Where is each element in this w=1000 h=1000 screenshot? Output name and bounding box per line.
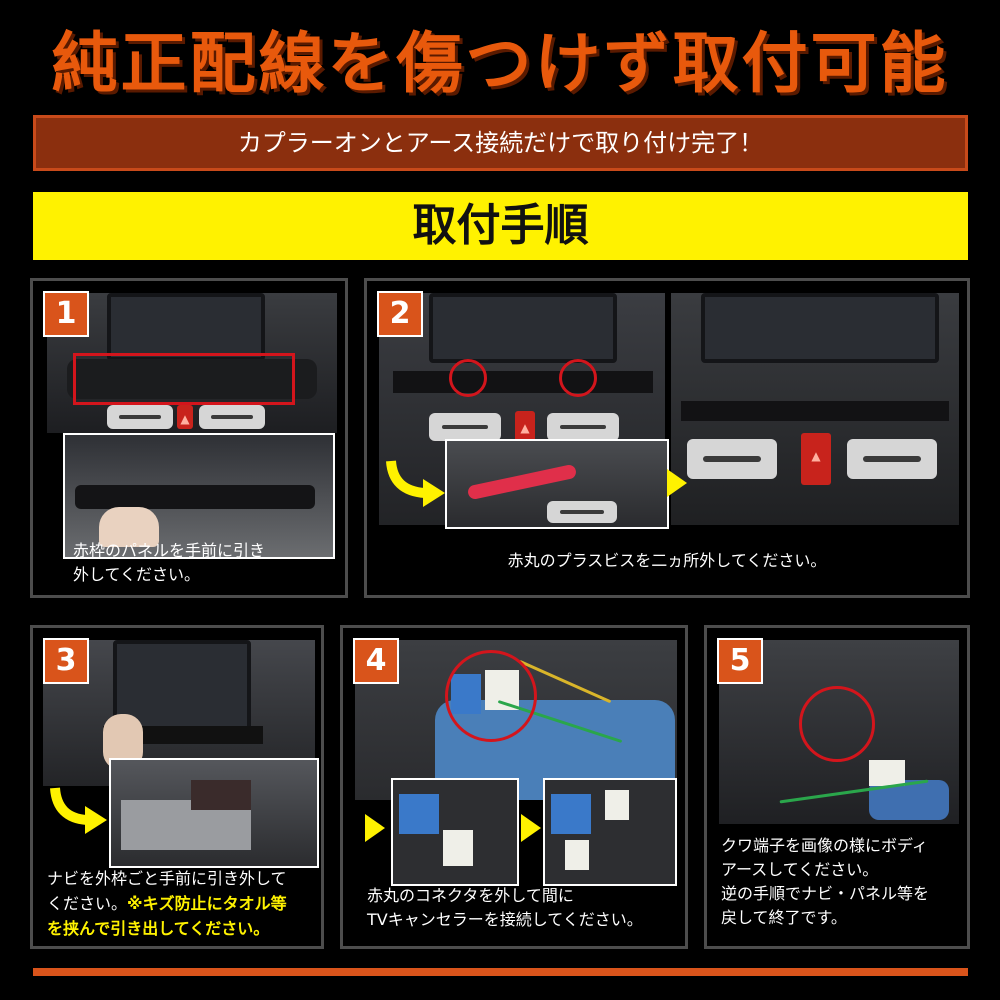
step-2-caption: 赤丸のプラスビスを二ヵ所外してください。 (367, 549, 967, 573)
step-1-caption-line: 赤枠のパネルを手前に引き (73, 541, 266, 560)
step-2-screw-marker-left (449, 359, 487, 397)
step-3-panel: 3 ナビを外枠ごと手前に引き外して ください。※キズ防止にタオル等 を挟んで引き… (30, 625, 324, 949)
step-4-caption-line: 赤丸のコネクタを外して間に (367, 886, 574, 905)
step-4-photo-install (543, 778, 677, 886)
step-2-panel: 2 赤丸のプラスビスを二ヵ所外してください。 (364, 278, 970, 598)
step-3-caption-text: ください。 (47, 894, 128, 913)
step-3-caption: ナビを外枠ごと手前に引き外して ください。※キズ防止にタオル等 を挟んで引き出し… (47, 866, 323, 941)
step-5-caption: クワ端子を画像の様にボディ アースしてください。 逆の手順でナビ・パネル等を 戻… (721, 834, 971, 930)
yellow-triangle-icon (521, 814, 541, 842)
step-1-photo-panel-removed (63, 433, 335, 559)
step-4-caption-line: TVキャンセラーを接続してください。 (367, 910, 643, 929)
step-5-ground-marker (799, 686, 875, 762)
step-5-caption-line: アースしてください。 (721, 860, 879, 879)
page-title: 純正配線を傷つけず取付可能 (51, 25, 949, 102)
step-4-connector-marker (445, 650, 537, 742)
step-5-caption-line: 戻して終了です。 (721, 908, 847, 927)
subtitle-banner: カプラーオンとアース接続だけで取り付け完了！ (33, 115, 968, 171)
yellow-triangle-icon (667, 469, 687, 497)
step-4-panel: 4 赤丸のコネクタを外して間に TVキャンセラーを接続してください。 (340, 625, 688, 949)
step-5-number: 5 (717, 638, 763, 684)
step-5-caption-line: クワ端子を画像の様にボディ (721, 836, 928, 855)
step-4-photo-detach (391, 778, 519, 886)
step-2-photo-screwdriver (445, 439, 669, 529)
step-5-photo-ground (719, 640, 959, 824)
step-4-number: 4 (353, 638, 399, 684)
step-1-panel: 1 赤枠のパネルを手前に引き 外してください。 (30, 278, 348, 598)
yellow-triangle-icon (365, 814, 385, 842)
step-4-caption: 赤丸のコネクタを外して間に TVキャンセラーを接続してください。 (367, 884, 687, 932)
step-1-number: 1 (43, 291, 89, 337)
step-1-caption-line: 外してください。 (73, 565, 201, 584)
step-1-photo-dashboard (47, 293, 337, 433)
step-5-panel: 5 クワ端子を画像の様にボディ アースしてください。 逆の手順でナビ・パネル等を… (704, 625, 970, 949)
step-4-photo-wiring (355, 640, 677, 800)
steps-heading: 取付手順 (33, 192, 968, 260)
step-3-caption-line: ナビを外枠ごと手前に引き外して (47, 869, 287, 888)
step-1-red-frame (73, 353, 295, 405)
step-3-photo-navi-out (109, 758, 319, 868)
step-2-photo-result (671, 293, 959, 525)
step-2-screw-marker-right (559, 359, 597, 397)
bottom-divider (33, 968, 968, 976)
step-2-number: 2 (377, 291, 423, 337)
step-2-caption-line: 赤丸のプラスビスを二ヵ所外してください。 (507, 551, 827, 570)
yellow-curved-arrow-icon (385, 457, 447, 507)
step-3-warning: ※キズ防止にタオル等 (127, 894, 287, 913)
step-1-caption: 赤枠のパネルを手前に引き 外してください。 (73, 539, 343, 587)
step-3-number: 3 (43, 638, 89, 684)
step-3-warning-line: を挟んで引き出してください。 (47, 919, 270, 938)
step-5-caption-line: 逆の手順でナビ・パネル等を (721, 884, 930, 903)
yellow-curved-arrow-icon (49, 784, 109, 834)
step-3-caption-line-2: ください。※キズ防止にタオル等 (47, 891, 323, 916)
